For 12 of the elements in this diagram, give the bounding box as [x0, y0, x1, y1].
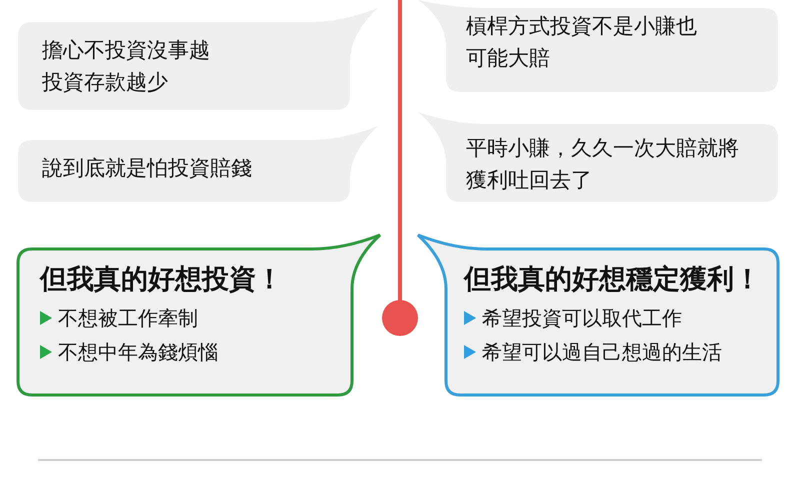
- bubble-text: 槓桿方式投資不是小賺也可能大賠: [466, 13, 698, 72]
- speech-bubble-card: [418, 235, 778, 395]
- bubble-text: 擔心不投資沒事越投資存款越少: [42, 37, 211, 96]
- bullet-text: 不想中年為錢煩惱: [58, 339, 218, 366]
- bullet-text: 不想被工作牽制: [58, 305, 198, 332]
- bubble-heading: 但我真的好想穩定獲利！: [464, 263, 762, 297]
- bullet-text: 希望投資可以取代工作: [482, 305, 682, 332]
- bubble-heading: 但我真的好想投資！: [40, 263, 284, 297]
- bubble-text: 平時小賺，久久一次大賠就將獲利吐回去了: [466, 135, 740, 194]
- speech-bubble-card: [18, 235, 380, 395]
- bubble-text: 說到底就是怕投資賠錢: [42, 155, 253, 182]
- bullet-text: 希望可以過自己想過的生活: [482, 339, 722, 366]
